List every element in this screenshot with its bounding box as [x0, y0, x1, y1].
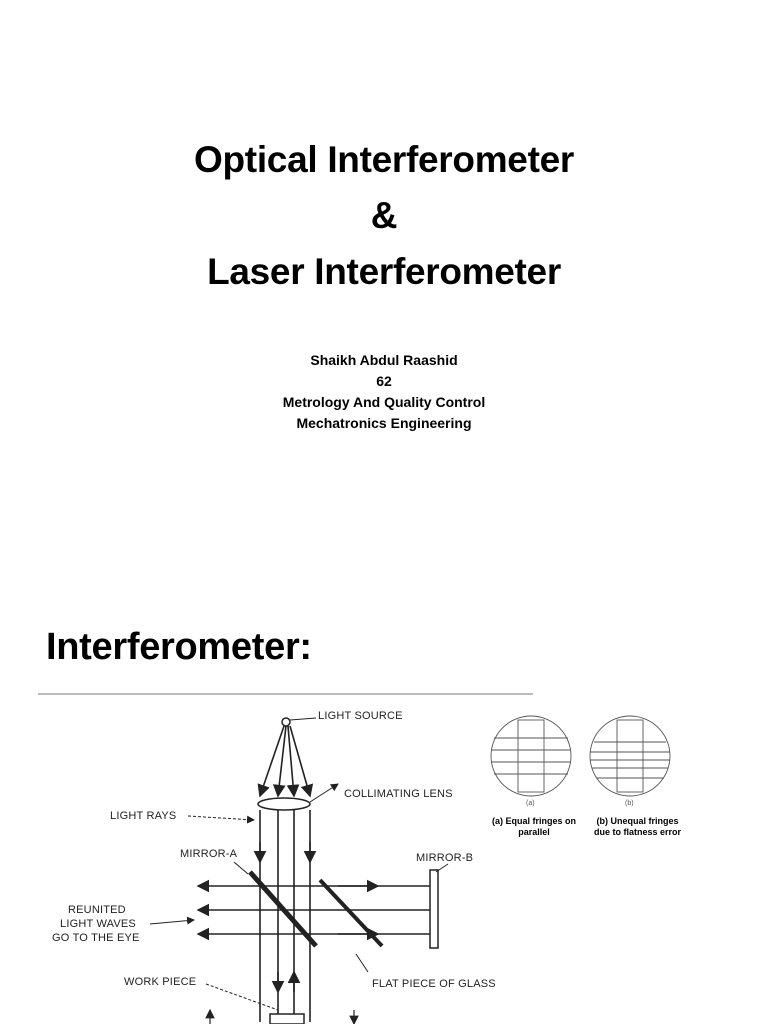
label-reunited-2: LIGHT WAVES [60, 918, 136, 930]
slide-heading: Interferometer: [46, 626, 312, 668]
horizontal-rays [196, 879, 430, 941]
label-light-source: LIGHT SOURCE [318, 710, 403, 722]
fringe-b-sublabel: (b) [625, 800, 634, 807]
leader-mirror-b [435, 863, 449, 873]
leader-flat-glass [355, 953, 369, 973]
leader-work-piece [205, 983, 279, 1011]
mirror-b-icon [429, 869, 439, 949]
flat-glass-icon [318, 878, 384, 948]
title-line-1: Optical Interferometer [194, 139, 574, 180]
diagram-drawing [38, 693, 533, 1024]
label-mirror-a: MIRROR-A [180, 848, 238, 860]
interferometer-diagram: LIGHT SOURCE COLLIMATING LENS LIGHT RAYS… [38, 692, 533, 1024]
leader-mirror-a [233, 861, 249, 875]
author-name: Shaikh Abdul Raashid [310, 352, 458, 368]
fringe-patterns: (a) (b) (a) Equal fringes on parallel (b… [484, 712, 684, 852]
label-light-rays: LIGHT RAYS [110, 810, 177, 822]
label-reunited-1: REUNITED [68, 904, 126, 916]
fringe-a-caption-line-1: (a) Equal fringes on [492, 816, 577, 826]
fringe-a-caption: (a) Equal fringes on parallel [492, 816, 576, 838]
label-flat-glass: FLAT PIECE OF GLASS [372, 978, 496, 990]
fringe-drawing [490, 715, 671, 797]
fringe-a-caption-line-2: parallel [518, 827, 550, 837]
label-reunited-3: GO TO THE EYE [52, 932, 140, 944]
leader-light-rays [187, 815, 255, 824]
parallel-rays [253, 810, 317, 1022]
label-collimating-lens: COLLIMATING LENS [344, 788, 453, 800]
slide-title: Optical Interferometer & Laser Interfero… [0, 132, 768, 300]
light-source-icon [281, 717, 291, 727]
collimating-lens-icon [257, 797, 311, 811]
title-line-3: Laser Interferometer [207, 251, 561, 292]
title-slide: Optical Interferometer & Laser Interfero… [0, 132, 768, 434]
department-name: Mechatronics Engineering [296, 415, 472, 431]
leader-lens [309, 783, 339, 803]
interferometer-slide: Interferometer: [0, 580, 768, 1024]
fringe-b-caption-line-2: due to flatness error [594, 827, 682, 837]
leader-reunited [149, 916, 195, 925]
roll-number: 62 [376, 373, 392, 389]
label-work-piece: WORK PIECE [124, 976, 197, 988]
label-mirror-b: MIRROR-B [416, 852, 474, 864]
fringe-b-caption-line-1: (b) Unequal fringes [596, 816, 679, 826]
author-info: Shaikh Abdul Raashid 62 Metrology And Qu… [0, 350, 768, 434]
fringe-a-sublabel: (a) [526, 800, 535, 807]
fringe-a-drawing [490, 715, 572, 797]
diverging-rays [257, 725, 314, 798]
work-piece-icon [269, 1013, 305, 1024]
title-line-2: & [370, 195, 398, 236]
subject-name: Metrology And Quality Control [282, 394, 486, 410]
fringe-b-drawing [589, 715, 671, 797]
leader-light-source [289, 717, 317, 721]
fringe-b-caption: (b) Unequal fringes due to flatness erro… [594, 816, 681, 838]
